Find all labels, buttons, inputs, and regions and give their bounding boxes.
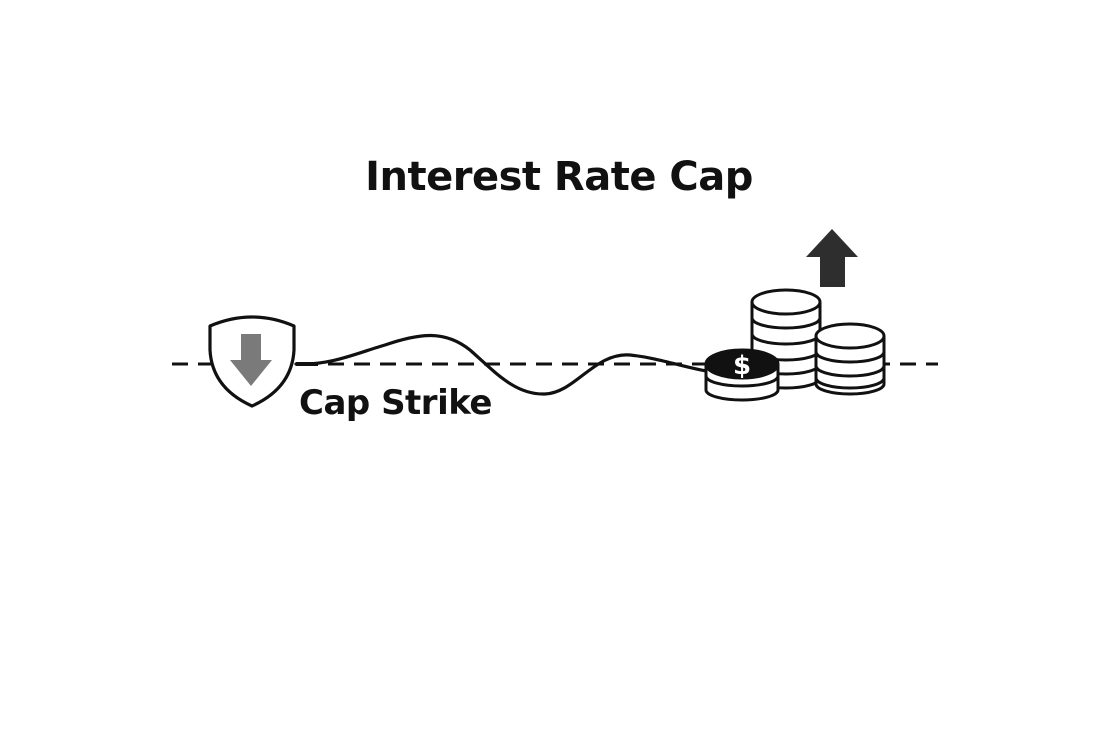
coin-stacks-icon [704, 288, 886, 402]
dollar-coin-stack [704, 348, 780, 402]
diagram-title: Interest Rate Cap [365, 154, 753, 200]
shield-icon [208, 315, 296, 408]
dollar-sign-icon: $ [733, 351, 751, 381]
cap-strike-label: Cap Strike [299, 383, 493, 423]
up-arrow-icon [806, 229, 858, 287]
rate-path-curve [294, 333, 714, 396]
coin-stack-right [814, 322, 886, 396]
down-arrow-icon [230, 334, 272, 386]
